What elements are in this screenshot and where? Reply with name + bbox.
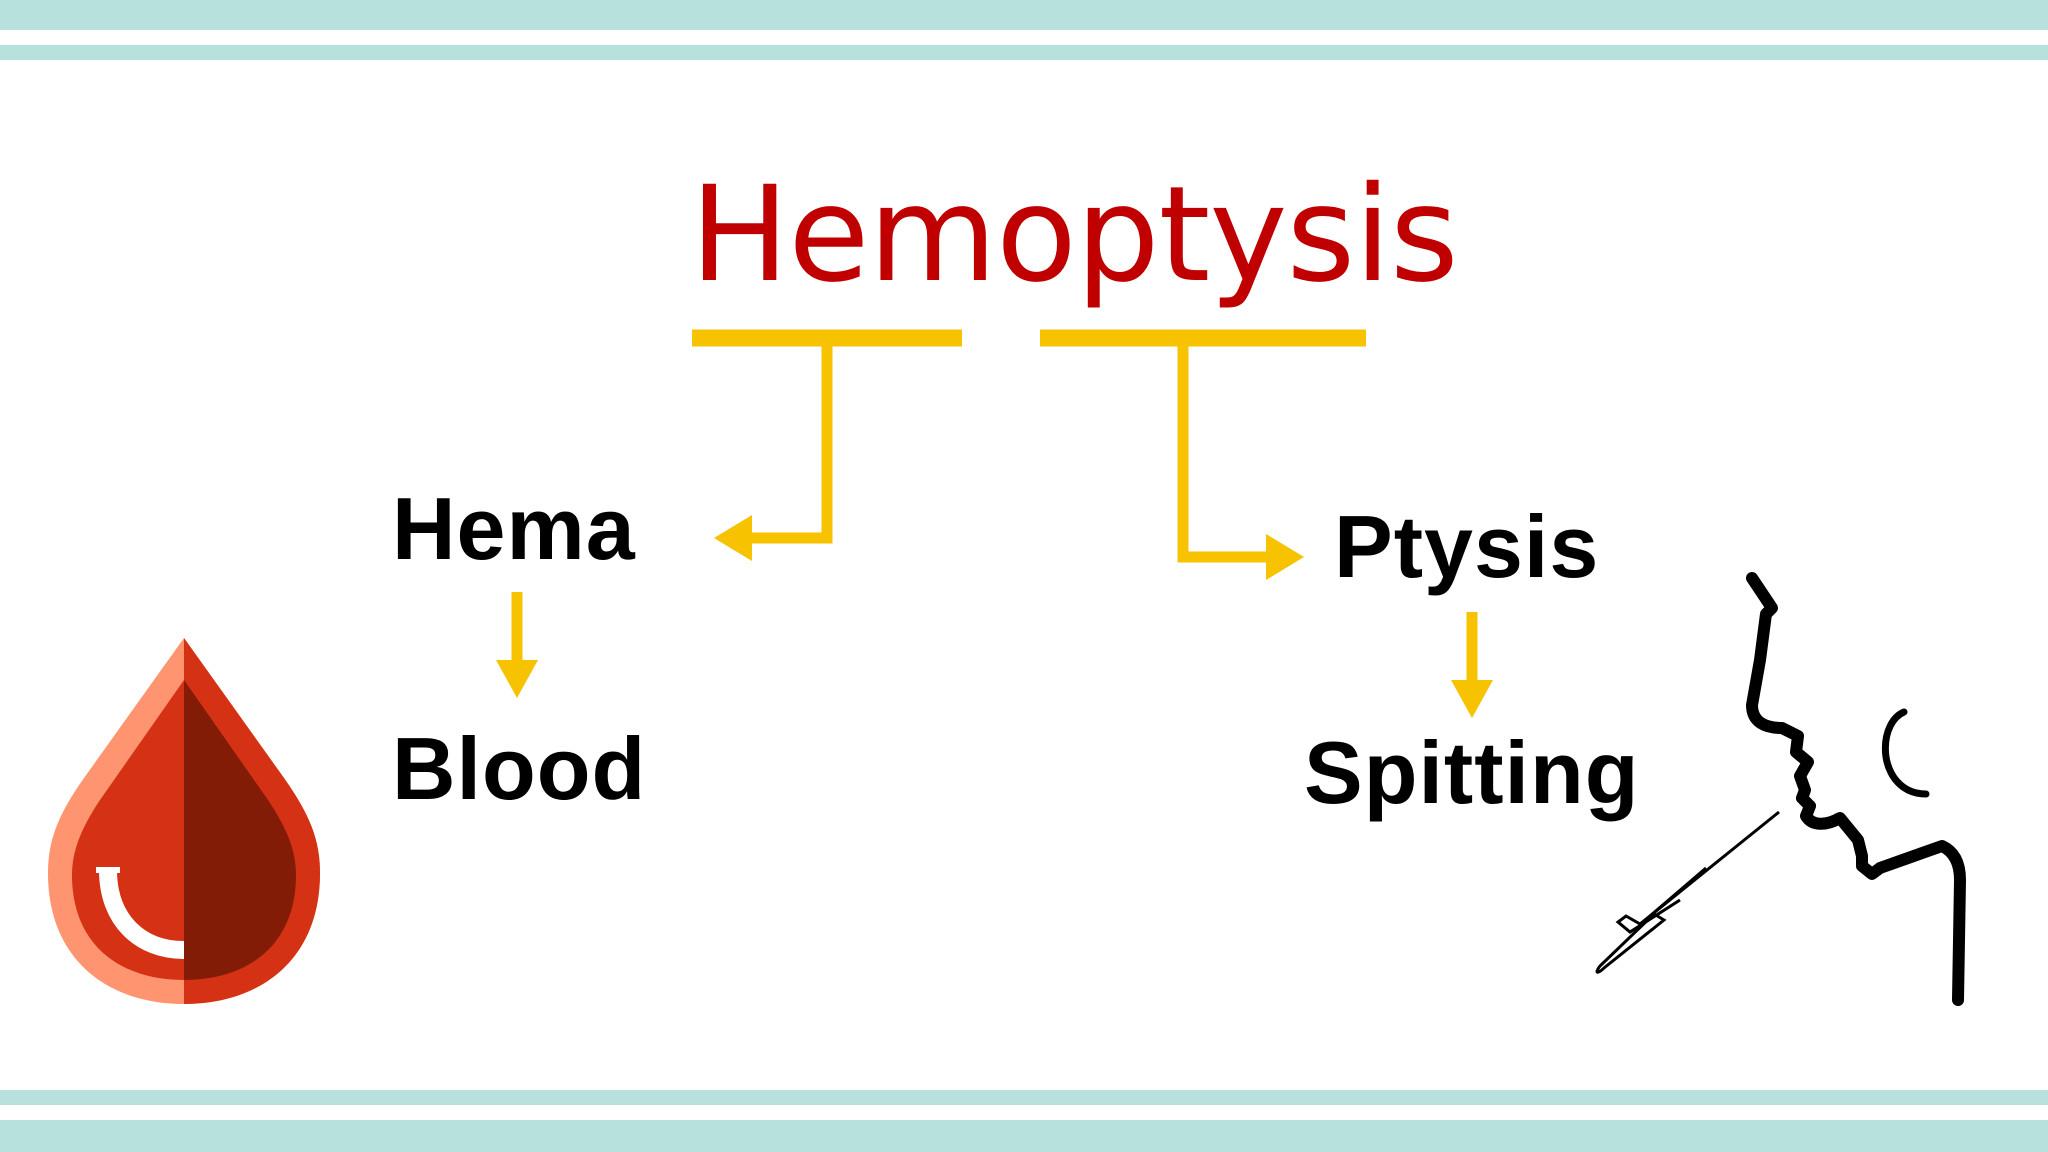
bottom-stripe-thin — [0, 1090, 2048, 1105]
meaning-blood: Blood — [392, 719, 647, 818]
meaning-spitting: Spitting — [1304, 723, 1640, 822]
face-profile-spitting-icon — [1746, 572, 1966, 1006]
page-title: Hemoptysis — [690, 158, 1459, 312]
top-stripe-thin — [0, 45, 2048, 60]
arrow-down-to-spitting — [1451, 680, 1493, 718]
spit-spray — [1595, 810, 1780, 974]
top-stripe-thick — [0, 0, 2048, 30]
arrow-down-to-blood — [496, 660, 538, 698]
blood-drop-icon — [48, 638, 320, 1004]
arrowheads — [496, 515, 1493, 718]
bottom-stripe-thick — [0, 1120, 2048, 1152]
etymology-connectors — [511, 329, 1478, 685]
arrow-left-to-hema — [714, 515, 752, 561]
term-ptysis: Ptysis — [1334, 497, 1600, 596]
arrow-right-to-ptysis — [1266, 534, 1304, 580]
term-hema: Hema — [392, 479, 636, 578]
